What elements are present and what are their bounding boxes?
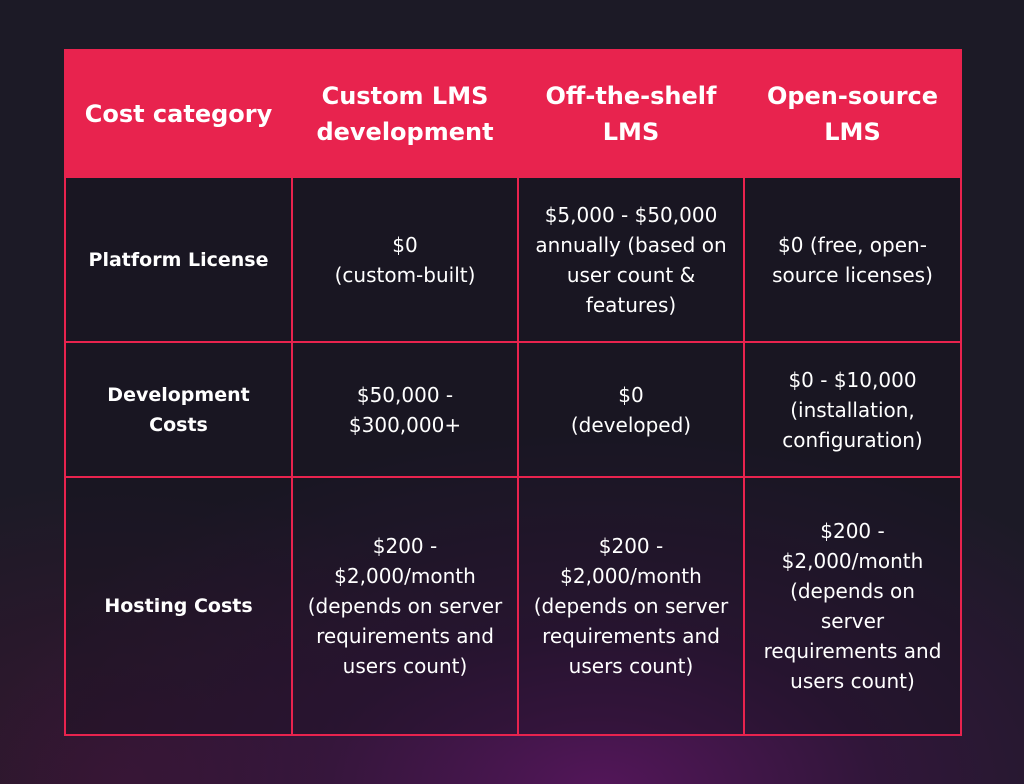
- cell-text: $200 - $2,000/month (depends on server r…: [533, 534, 729, 678]
- cell-text: $200 - $2,000/month (depends on server r…: [763, 519, 942, 693]
- table-row-platform-license: Platform License $0 (custom-built) $5,00…: [64, 176, 962, 343]
- row-label: Hosting Costs: [64, 476, 293, 736]
- row-label: Development Costs: [64, 341, 293, 478]
- cost-comparison-table-container: Cost category Custom LMS development Off…: [64, 49, 962, 736]
- cell-open-source-lms: $0 - $10,000 (installation, configuratio…: [743, 341, 962, 478]
- cell-off-the-shelf-lms: $5,000 - $50,000 annually (based on user…: [517, 176, 745, 343]
- header-off-the-shelf-lms: Off-the-shelf LMS: [517, 49, 745, 178]
- header-open-source-lms: Open-source LMS: [743, 49, 962, 178]
- cell-text: $0 (custom-built): [334, 232, 476, 287]
- header-custom-lms: Custom LMS development: [291, 49, 519, 178]
- cell-text: $0 (free, open-source licenses): [772, 232, 933, 287]
- cell-open-source-lms: $200 - $2,000/month (depends on server r…: [743, 476, 962, 736]
- cell-text: $50,000 - $300,000+: [348, 382, 462, 437]
- table-header-row: Cost category Custom LMS development Off…: [64, 49, 962, 178]
- cell-text: $0 - $10,000 (installation, configuratio…: [782, 367, 923, 452]
- cell-text: $5,000 - $50,000 annually (based on user…: [535, 202, 727, 317]
- cell-custom-lms: $0 (custom-built): [291, 176, 519, 343]
- cell-custom-lms: $200 - $2,000/month (depends on server r…: [291, 476, 519, 736]
- cell-text: $200 - $2,000/month (depends on server r…: [307, 534, 503, 678]
- cell-custom-lms: $50,000 - $300,000+: [291, 341, 519, 478]
- cell-off-the-shelf-lms: $200 - $2,000/month (depends on server r…: [517, 476, 745, 736]
- header-cost-category: Cost category: [64, 49, 293, 178]
- table-row-hosting-costs: Hosting Costs $200 - $2,000/month (depen…: [64, 476, 962, 736]
- cost-comparison-table: Cost category Custom LMS development Off…: [64, 49, 962, 736]
- row-label: Platform License: [64, 176, 293, 343]
- table-row-development-costs: Development Costs $50,000 - $300,000+ $0…: [64, 341, 962, 478]
- cell-open-source-lms: $0 (free, open-source licenses): [743, 176, 962, 343]
- cell-text: $0 (developed): [570, 382, 692, 437]
- cell-off-the-shelf-lms: $0 (developed): [517, 341, 745, 478]
